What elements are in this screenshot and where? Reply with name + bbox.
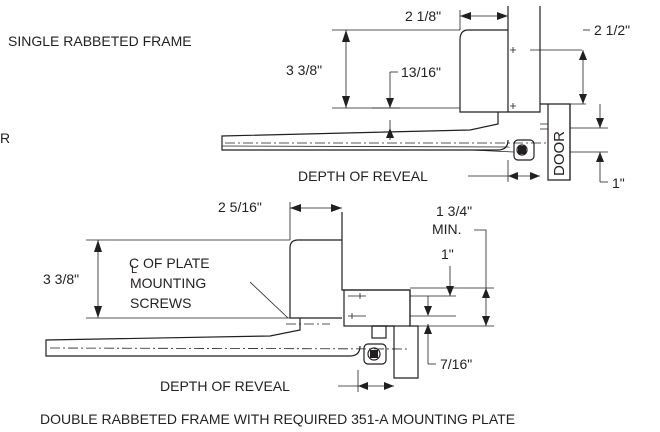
centerline-label-3: SCREWS	[130, 295, 191, 311]
dim-1-3-4: 1 3/4"	[436, 203, 472, 219]
dim-2-1-8: 2 1/8"	[405, 8, 441, 24]
centerline-symbol: L	[131, 264, 137, 276]
bottom-bracket	[289, 239, 342, 319]
bottom-closer	[363, 343, 387, 365]
top-arm	[221, 112, 509, 151]
dim-min: MIN.	[432, 221, 462, 237]
top-closer	[469, 139, 535, 161]
dim-2-5-16: 2 5/16"	[218, 199, 262, 215]
top-title: SINGLE RABBETED FRAME	[8, 33, 192, 49]
door-label: DOOR	[551, 131, 568, 176]
top-reveal-label: DEPTH OF REVEAL	[298, 168, 428, 184]
dim-1-top: 1"	[612, 175, 625, 191]
top-section: SINGLE RABBETED FRAME R DOOR	[0, 6, 630, 191]
bottom-arm	[45, 318, 361, 357]
dim-3-3-8-top: 3 3/8"	[286, 62, 322, 78]
top-arm-line	[221, 145, 511, 148]
centerline-label-1: C OF PLATE	[129, 255, 210, 271]
bottom-section: 2 5/16" 3 3/8" C OF PLATE L MOUNTING SCR…	[40, 199, 515, 427]
centerline-label-2: MOUNTING	[130, 275, 206, 291]
mounting-plate	[343, 289, 411, 327]
top-bracket	[459, 29, 508, 113]
dim-1-bottom: 1"	[441, 246, 454, 262]
dim-13-16: 13/16"	[401, 64, 441, 80]
cut-off-text: R	[0, 130, 10, 146]
bottom-reveal-label: DEPTH OF REVEAL	[160, 378, 290, 394]
centerline-leader	[249, 281, 289, 319]
dim-7-16: 7/16"	[440, 356, 472, 372]
dim-2-1-2: 2 1/2"	[594, 22, 630, 38]
bottom-arm-center	[49, 347, 411, 350]
top-screws	[510, 47, 548, 130]
bottom-caption: DOUBLE RABBETED FRAME WITH REQUIRED 351-…	[40, 411, 515, 427]
dim-3-3-8-bottom: 3 3/8"	[43, 271, 79, 287]
